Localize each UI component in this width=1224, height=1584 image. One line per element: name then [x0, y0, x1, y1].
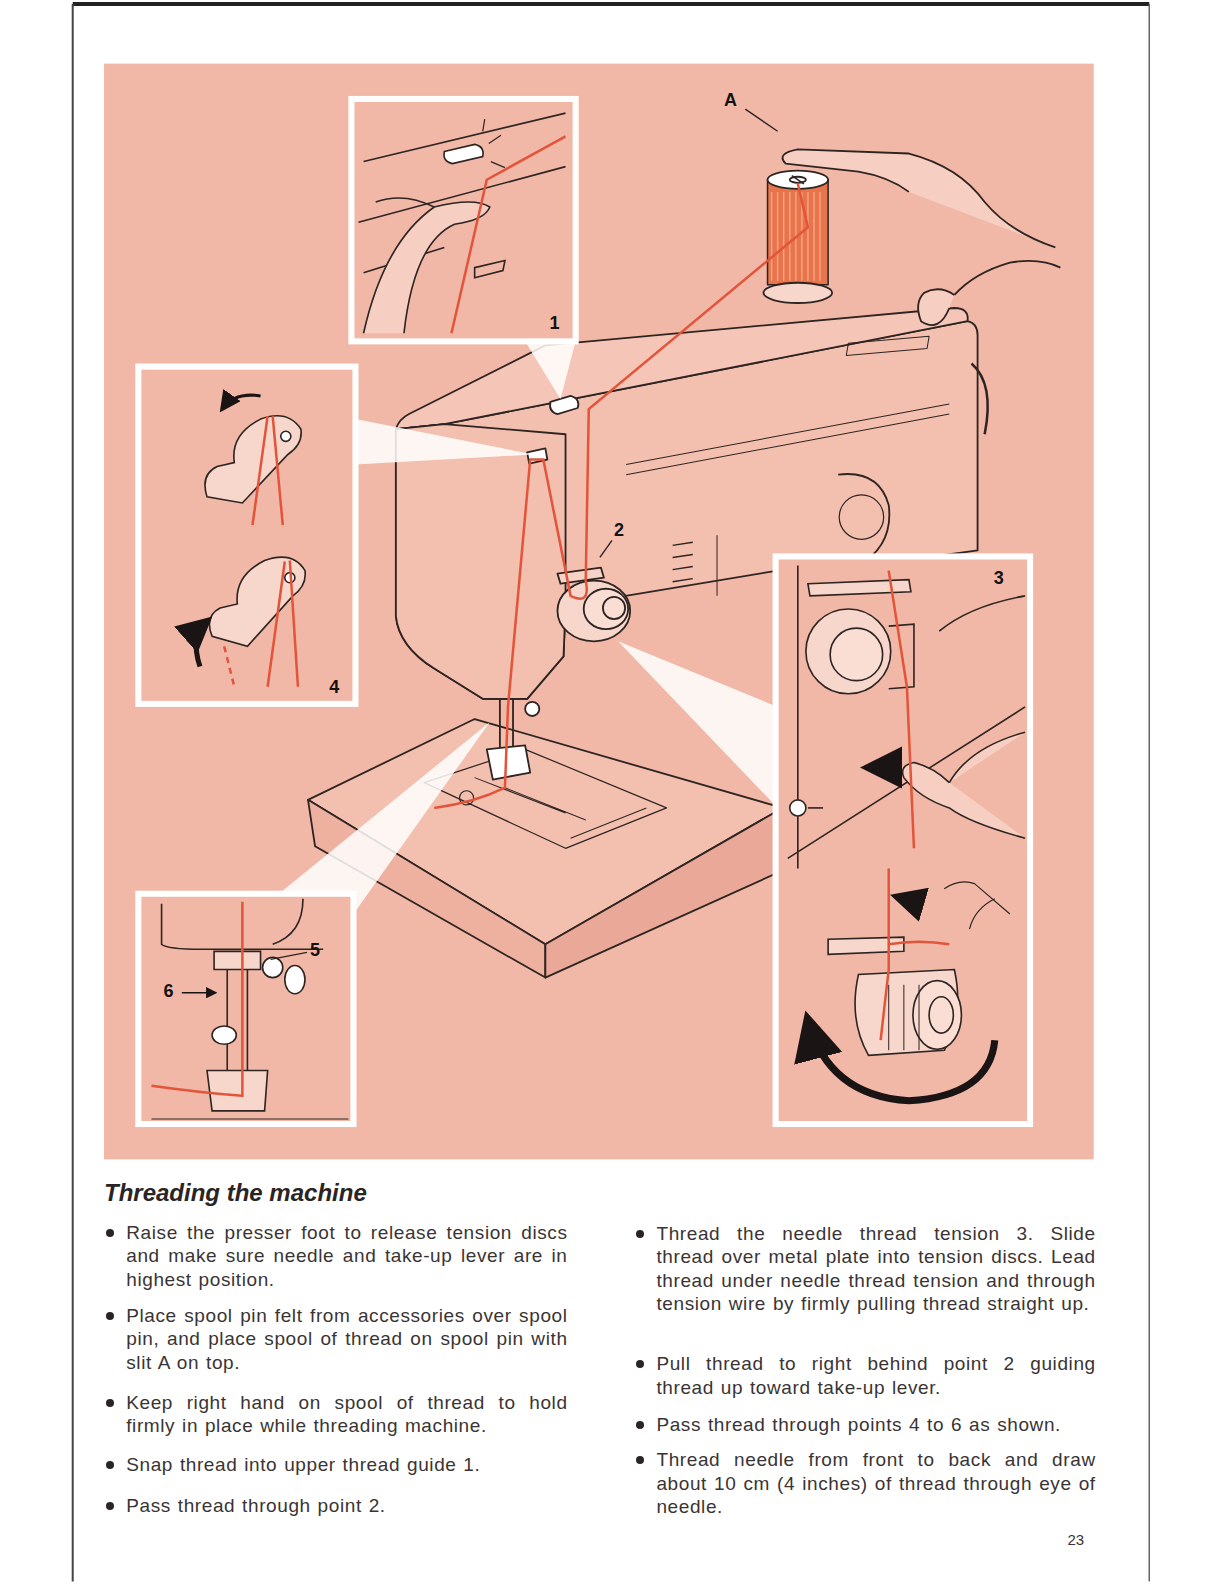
instruction-step: Place spool pin felt from accessories ov… [126, 1304, 567, 1375]
instruction-step: Snap thread into upper thread guide 1. [126, 1453, 567, 1477]
callout-number: 6 [164, 981, 174, 1002]
callout-number: 5 [310, 940, 320, 961]
callout-number: 2 [614, 520, 624, 541]
page-heading: Threading the machine [104, 1179, 367, 1207]
instruction-step: Thread the needle thread tension 3. Slid… [656, 1222, 1095, 1316]
instruction-step: Pull thread to right behind point 2 guid… [656, 1352, 1095, 1399]
instruction-step: Raise the presser foot to release tensio… [126, 1221, 567, 1292]
instruction-step: Pass thread through points 4 to 6 as sho… [656, 1413, 1095, 1437]
callout-number: 3 [994, 568, 1004, 589]
callout-number: 1 [549, 313, 559, 334]
instruction-step: Pass thread through point 2. [126, 1494, 567, 1518]
instruction-step: Thread needle from front to back and dra… [656, 1448, 1095, 1519]
instruction-step: Keep right hand on spool of thread to ho… [126, 1391, 567, 1438]
page-number: 23 [1067, 1531, 1084, 1549]
callout-letter: A [724, 90, 737, 111]
callout-number: 4 [329, 677, 339, 698]
